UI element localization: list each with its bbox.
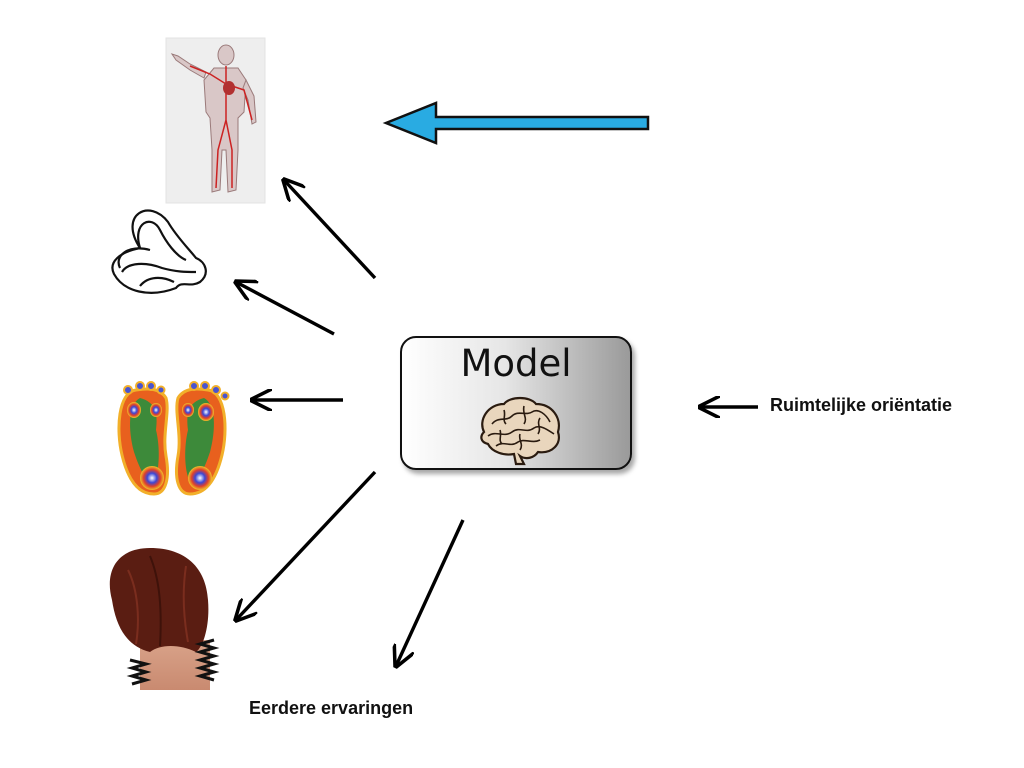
ear-icon xyxy=(111,209,207,294)
feedback-arrow xyxy=(382,101,650,145)
arrow-to-neck xyxy=(236,470,377,620)
heart-icon xyxy=(223,81,235,95)
feet-icon xyxy=(117,381,230,496)
neck-proprioception-image xyxy=(109,548,220,690)
model-title: Model xyxy=(460,342,572,385)
human-body-circulation-image xyxy=(165,37,266,204)
neck-icon xyxy=(109,548,220,690)
spatial-orientation-label: Ruimtelijke oriëntatie xyxy=(770,395,953,415)
foot-pressure-map-image xyxy=(117,381,230,496)
arrow-to-ear xyxy=(236,282,335,336)
model-box: Model xyxy=(400,336,632,470)
body-icon xyxy=(170,44,257,193)
previous-experiences-label: Eerdere ervaringen xyxy=(249,698,414,718)
arrow-to-body xyxy=(284,180,377,280)
arrow-to-previous-experiences xyxy=(396,519,465,666)
inner-ear-vestibular-image xyxy=(111,209,207,294)
brain-icon xyxy=(480,396,560,466)
